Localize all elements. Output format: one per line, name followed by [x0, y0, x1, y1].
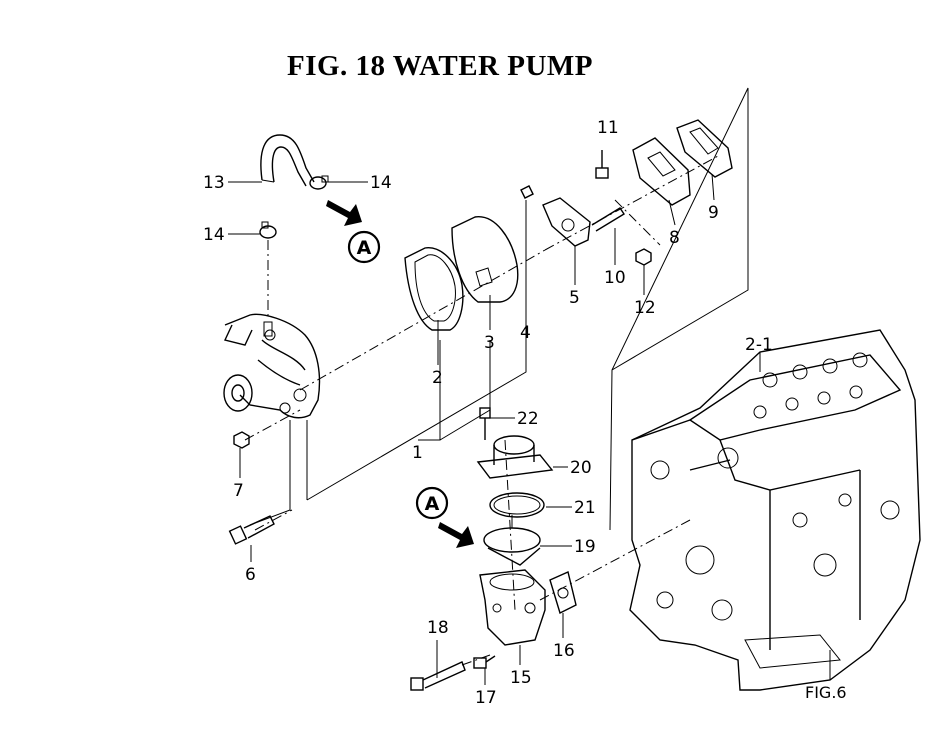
- bolt-part-22: [479, 407, 491, 440]
- stud-part-10: [591, 207, 625, 232]
- reference-marker-a-lower: A: [415, 486, 449, 520]
- arrow-a-lower: [438, 522, 474, 548]
- reference-marker-a-upper: A: [347, 230, 381, 264]
- callout-10: 10: [604, 268, 626, 288]
- thermostat-housing-part-15: [479, 569, 546, 646]
- callout-17: 17: [475, 688, 497, 708]
- screw-part-4: [520, 185, 534, 199]
- o-ring-part-21: [489, 492, 545, 518]
- figure-reference: FIG.6: [805, 683, 847, 702]
- callout-20: 20: [570, 458, 592, 478]
- callout-21: 21: [574, 498, 596, 518]
- thermostat-part-19: [483, 515, 541, 566]
- block-face-holes: [650, 447, 900, 621]
- callout-14-upper: 14: [370, 173, 392, 193]
- thermostat-cover-part-20: [476, 435, 554, 479]
- callout-13: 13: [203, 173, 225, 193]
- callout-9: 9: [708, 203, 719, 223]
- callout-19: 19: [574, 537, 596, 557]
- callout-leaders: [228, 173, 831, 685]
- callout-1: 1: [412, 443, 423, 463]
- callout-16: 16: [553, 641, 575, 661]
- callout-2-1: 2-1: [745, 335, 773, 355]
- connection-lines: [249, 87, 749, 531]
- bolt-part-11: [595, 150, 609, 179]
- valve-openings: [753, 352, 868, 419]
- hose-part: [260, 134, 315, 187]
- water-pump-body: [223, 313, 321, 419]
- callout-labels: 13 14 14 11 2 3 4 5 10 8 9 12 1 7 6 22 2…: [203, 118, 847, 708]
- gasket-part-9: [676, 119, 733, 178]
- callout-7: 7: [233, 481, 244, 501]
- svg-text:A: A: [425, 493, 440, 515]
- svg-text:A: A: [357, 237, 372, 259]
- bolt-part-17: [473, 655, 496, 669]
- gasket-part-16: [549, 571, 577, 614]
- nut-part-7: [233, 431, 250, 449]
- bolt-part-18: [410, 661, 466, 691]
- callout-8: 8: [669, 228, 680, 248]
- callout-12: 12: [634, 298, 656, 318]
- nut-part-12: [635, 248, 652, 266]
- arrow-a-upper: [326, 200, 362, 226]
- callout-5: 5: [569, 288, 580, 308]
- callout-11: 11: [597, 118, 619, 138]
- hose-clamp-lower: [259, 221, 277, 239]
- gasket-part-5: [542, 197, 591, 247]
- callout-15: 15: [510, 668, 532, 688]
- callout-6: 6: [245, 565, 256, 585]
- callout-14-lower: 14: [203, 225, 225, 245]
- hose-clamp-upper: [309, 175, 329, 190]
- back-plate-part-3: [451, 216, 519, 303]
- bolt-part-6: [228, 515, 275, 545]
- callout-4: 4: [520, 323, 531, 343]
- callout-3: 3: [484, 333, 495, 353]
- callout-2: 2: [432, 368, 443, 388]
- engine-block: [629, 329, 921, 691]
- callout-22: 22: [517, 409, 539, 429]
- figure-title: FIG. 18 WATER PUMP: [287, 50, 593, 82]
- gasket-part-2: [404, 247, 464, 331]
- callout-18: 18: [427, 618, 449, 638]
- flange-part-8: [632, 137, 691, 206]
